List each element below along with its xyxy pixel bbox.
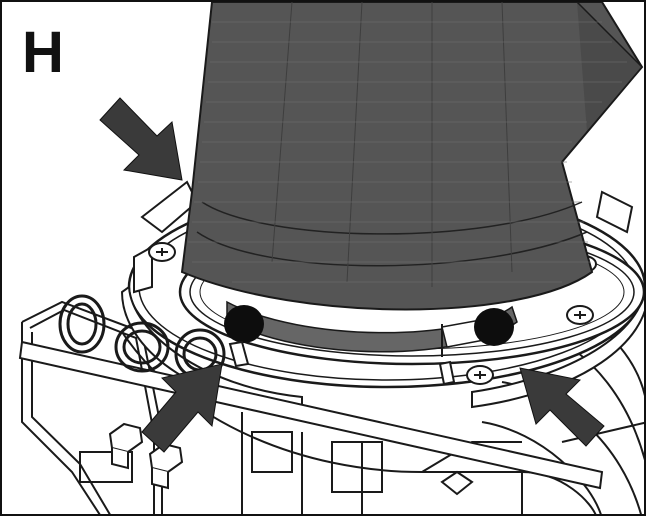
step-label: H — [22, 20, 64, 85]
fastener-knob — [224, 305, 514, 346]
ring-tab — [228, 340, 456, 386]
clip-icon — [58, 294, 226, 380]
chute-duct — [180, 2, 644, 357]
hex-bolt — [108, 422, 184, 490]
screw-icon — [148, 242, 597, 385]
arrow-icon — [99, 97, 605, 453]
